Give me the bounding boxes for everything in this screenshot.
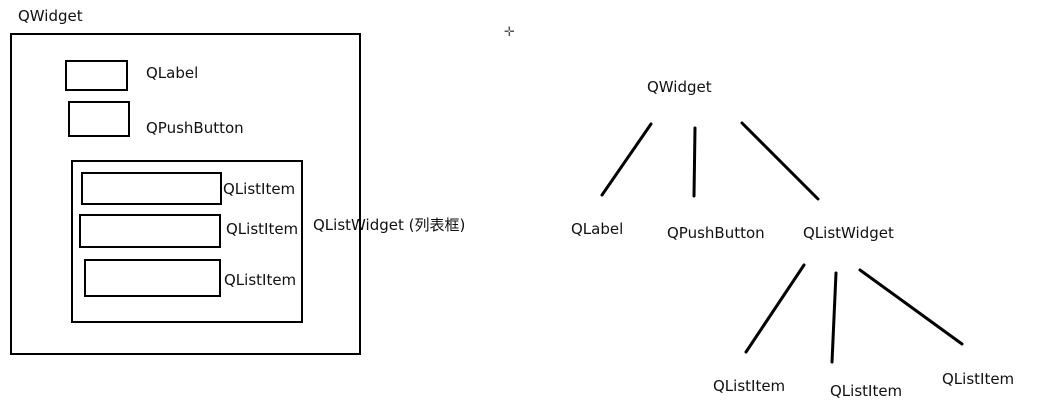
tree-child-button: QPushButton xyxy=(667,224,765,242)
label-text: QLabel xyxy=(146,64,199,82)
edge-listwidget-item1 xyxy=(744,263,806,354)
crosshair-cursor-icon: ✛ xyxy=(504,25,515,40)
tree-child-label: QLabel xyxy=(571,220,624,238)
list-item-text-3: QListItem xyxy=(224,271,297,289)
list-item-text-1: QListItem xyxy=(223,180,296,198)
outer-widget-title: QWidget xyxy=(18,7,83,25)
edge-root-label xyxy=(600,122,653,197)
list-item-text-2: QListItem xyxy=(226,220,299,238)
edge-root-button xyxy=(692,126,697,198)
push-button-box xyxy=(68,101,130,137)
tree-grandchild-1: QListItem xyxy=(713,377,786,395)
edge-listwidget-item3 xyxy=(858,268,964,346)
tree-grandchild-2: QListItem xyxy=(830,382,903,400)
outer-widget-box xyxy=(10,33,361,355)
list-item-box-1 xyxy=(81,172,222,205)
tree-child-listwidget: QListWidget xyxy=(803,224,894,242)
list-widget-text: QListWidget (列表框) xyxy=(313,216,466,234)
label-box xyxy=(65,60,128,91)
edge-listwidget-item2 xyxy=(830,271,838,364)
push-button-text: QPushButton xyxy=(146,119,244,137)
tree-root: QWidget xyxy=(647,78,712,96)
list-item-box-2 xyxy=(79,214,221,248)
list-item-box-3 xyxy=(84,259,221,297)
edge-root-listwidget xyxy=(740,121,820,201)
list-widget-box xyxy=(71,160,303,323)
tree-grandchild-3: QListItem xyxy=(942,370,1015,388)
